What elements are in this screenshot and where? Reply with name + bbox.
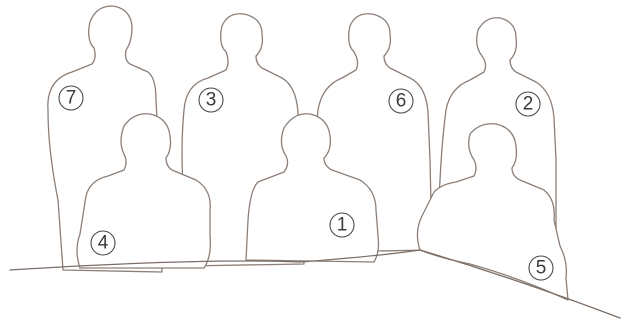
badge-label-5: 5 xyxy=(536,258,547,279)
badge-person-7: 7 xyxy=(59,86,83,110)
badge-person-1: 1 xyxy=(330,213,354,237)
badge-person-5: 5 xyxy=(529,256,553,280)
badge-label-4: 4 xyxy=(98,233,109,254)
badge-label-2: 2 xyxy=(523,94,534,115)
badge-label-3: 3 xyxy=(206,90,217,111)
badge-label-7: 7 xyxy=(66,88,77,109)
badge-person-2: 2 xyxy=(516,92,540,116)
badge-person-6: 6 xyxy=(389,89,413,113)
badge-label-6: 6 xyxy=(396,91,407,112)
badge-label-1: 1 xyxy=(337,215,348,236)
badge-person-3: 3 xyxy=(199,88,223,112)
badge-person-4: 4 xyxy=(91,231,115,255)
